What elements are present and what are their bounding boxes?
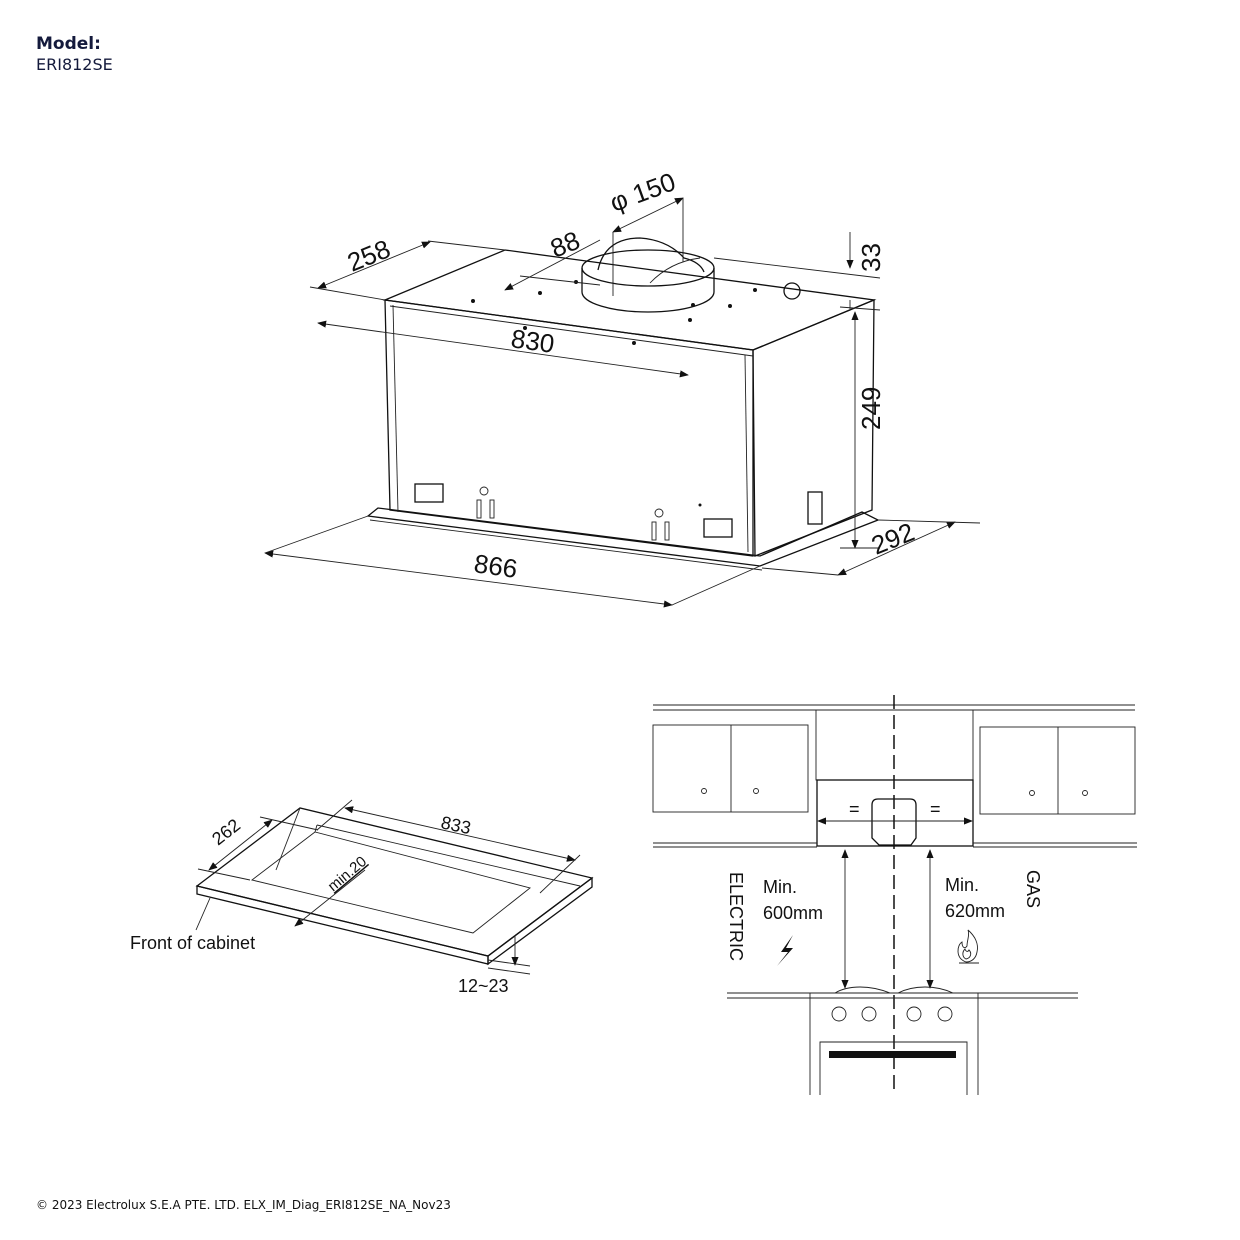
dim-outer-width-866: 866	[472, 548, 519, 584]
dim-outer-depth-292: 292	[867, 516, 918, 560]
gas-label: GAS	[1023, 870, 1043, 908]
electric-distance: 600mm	[763, 903, 823, 923]
installation-front-view: = = ELECTRIC Min. 600mm GAS Min. 620mm	[652, 695, 1137, 1095]
dim-offset-88: 88	[546, 225, 584, 264]
cooktop-and-oven	[727, 986, 1078, 1095]
dim-cutout-width-833: 833	[439, 812, 473, 838]
dim-depth-258: 258	[343, 233, 394, 277]
dim-thickness-12-23: 12~23	[458, 976, 509, 996]
flame-icon	[957, 929, 979, 964]
copyright-footer: © 2023 Electrolux S.E.A PTE. LTD. ELX_IM…	[36, 1198, 451, 1212]
dim-inner-width-830: 830	[509, 323, 556, 359]
hood-isometric-view: 258 88 φ 150 33 830 249 866 292	[264, 166, 981, 608]
hood-front: = =	[816, 779, 974, 847]
dim-min-20: min.20	[325, 853, 370, 895]
lightning-icon	[777, 935, 793, 966]
wall-cabinet-left	[652, 724, 809, 813]
duct-collar	[581, 237, 715, 313]
cabinet-cutout-view: 262 833 min.20 Front of cabinet 12~23	[130, 799, 594, 996]
hood-top-face	[382, 249, 877, 351]
wall-cabinet-right	[979, 726, 1136, 815]
electric-min-label: Min.	[763, 877, 797, 897]
dim-duct-diameter: φ 150	[606, 166, 680, 217]
dim-height-249: 249	[856, 387, 886, 430]
hood-front-face	[384, 299, 754, 557]
dim-top-height-33: 33	[856, 243, 886, 272]
gas-distance: 620mm	[945, 901, 1005, 921]
gas-min-label: Min.	[945, 875, 979, 895]
model-number: ERI812SE	[36, 55, 113, 74]
equal-mark-right: =	[930, 799, 941, 819]
hood-side-face	[752, 299, 875, 557]
front-of-cabinet-label: Front of cabinet	[130, 933, 255, 953]
hood-brackets	[414, 483, 823, 541]
oven-handle	[829, 1051, 956, 1058]
model-label: Model:	[36, 34, 101, 54]
connector-knob	[783, 282, 801, 300]
equal-mark-left: =	[849, 799, 860, 819]
dim-cutout-depth-262: 262	[208, 815, 244, 849]
mounting-holes	[471, 280, 757, 507]
electric-label: ELECTRIC	[726, 872, 746, 961]
